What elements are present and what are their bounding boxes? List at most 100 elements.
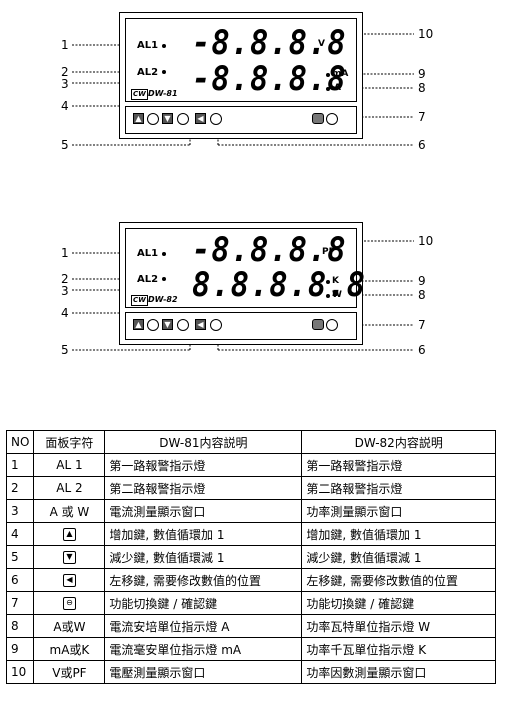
- down-arrow-icon: ▼: [164, 320, 171, 329]
- header-panel-char: 面板字符: [33, 430, 106, 454]
- dw82-al1-label: AL1: [137, 248, 159, 259]
- dw81-unit-v: V: [318, 39, 325, 49]
- dw81-up-button[interactable]: ▲: [133, 113, 144, 124]
- dw81-ma-led: [326, 73, 330, 77]
- table-cell-dw82: 功率千瓦單位指示燈 K: [301, 637, 496, 661]
- dw82-display-bottom: 8.8.8.8.8: [192, 265, 366, 305]
- table-cell-char: AL 2: [33, 476, 106, 500]
- dw81-model-label: DW-81: [148, 89, 178, 98]
- table-cell-no: 1: [5, 453, 35, 477]
- table-cell-dw81: 第一路報警指示燈: [104, 453, 303, 477]
- dw82-callout-2: 2: [61, 272, 69, 286]
- header-dw82: DW-82内容説明: [301, 430, 496, 454]
- dw82-callout-3: 3: [61, 284, 69, 298]
- dw81-button-strip: [125, 106, 357, 134]
- table-cell-dw81: 電流毫安單位指示燈 mA: [104, 637, 303, 661]
- table-cell-dw81: 增加鍵, 數值循環加 1: [104, 522, 303, 546]
- dw81-a-led: [326, 87, 330, 91]
- dw81-down-button[interactable]: ▼: [162, 113, 173, 124]
- dw81-al1-led: [162, 44, 166, 48]
- table-header-row: NO 面板字符 DW-81内容説明 DW-82内容説明: [5, 430, 496, 454]
- dw81-brand-logo: CW: [131, 89, 148, 100]
- dw82-callout-1: 1: [61, 246, 69, 260]
- table-cell-dw81: 功能切換鍵 / 確認鍵: [104, 591, 303, 615]
- dw81-knob-2: [177, 113, 189, 125]
- table-cell-dw81: 電流安培單位指示燈 A: [104, 614, 303, 638]
- dw82-callout-7: 7: [418, 318, 426, 332]
- dw82-left-button[interactable]: ◀: [195, 319, 206, 330]
- table-cell-char: ▲: [33, 522, 106, 546]
- dw82-knob-1: [147, 319, 159, 331]
- dw81-callout-8: 8: [418, 81, 426, 95]
- dw81-callout-10: 10: [418, 27, 434, 41]
- dw81-callout-2: 2: [61, 65, 69, 79]
- table-cell-no: 8: [5, 614, 35, 638]
- panel-key-icon: ▼: [62, 551, 76, 564]
- dw81-function-button[interactable]: [312, 113, 324, 124]
- dw81-al1-label: AL1: [137, 40, 159, 51]
- table-cell-no: 6: [5, 568, 35, 592]
- dw81-unit-ma: mA: [332, 69, 349, 79]
- dw81-knob-3: [210, 113, 222, 125]
- dw81-knob-1: [147, 113, 159, 125]
- dw82-knob-4: [326, 319, 338, 331]
- table-cell-no: 2: [5, 476, 35, 500]
- up-arrow-icon: ▲: [135, 320, 142, 329]
- table-cell-no: 9: [5, 637, 35, 661]
- header-no: NO: [5, 430, 35, 454]
- dw82-k-led: [326, 280, 330, 284]
- dw81-callout-9: 9: [418, 67, 426, 81]
- dw82-al2-led: [162, 277, 166, 281]
- dw81-callout-3: 3: [61, 77, 69, 91]
- dw82-up-button[interactable]: ▲: [133, 319, 144, 330]
- dw82-display-window: [125, 228, 357, 308]
- table-cell-dw82: 減少鍵, 數值循環減 1: [301, 545, 496, 569]
- table-cell-char: ⊖: [33, 591, 106, 615]
- up-arrow-icon: ▲: [135, 114, 142, 123]
- table-cell-dw82: 第一路報警指示燈: [301, 453, 496, 477]
- panel-key-icon: ◀: [62, 574, 76, 587]
- dw81-callout-1: 1: [61, 38, 69, 52]
- left-arrow-icon: ◀: [197, 320, 204, 329]
- header-dw81: DW-81内容説明: [104, 430, 303, 454]
- dw82-unit-w: W: [332, 290, 342, 300]
- dw82-callout-10: 10: [418, 234, 434, 248]
- dw81-al2-label: AL2: [137, 67, 159, 78]
- table-cell-dw82: 功能切換鍵 / 確認鍵: [301, 591, 496, 615]
- dw82-function-button[interactable]: [312, 319, 324, 330]
- table-cell-char: V或PF: [33, 660, 106, 684]
- table-cell-dw81: 第二路報警指示燈: [104, 476, 303, 500]
- panel-key-icon: ▲: [62, 528, 76, 541]
- dw81-knob-4: [326, 113, 338, 125]
- dw82-callout-9: 9: [418, 274, 426, 288]
- table-cell-dw82: 第二路報警指示燈: [301, 476, 496, 500]
- dw82-callout-5: 5: [61, 343, 69, 357]
- dw81-callout-5: 5: [61, 138, 69, 152]
- dw82-unit-pf: PF: [322, 247, 335, 257]
- table-cell-no: 7: [5, 591, 35, 615]
- down-arrow-icon: ▼: [164, 114, 171, 123]
- panel-key-icon: ⊖: [62, 597, 76, 610]
- dw82-model-label: DW-82: [148, 295, 178, 304]
- table-cell-dw82: 功率瓦特單位指示燈 W: [301, 614, 496, 638]
- table-cell-dw82: 左移鍵, 需要修改數值的位置: [301, 568, 496, 592]
- dw82-down-button[interactable]: ▼: [162, 319, 173, 330]
- dw81-display-window: [125, 18, 357, 102]
- table-cell-dw82: 增加鍵, 數值循環加 1: [301, 522, 496, 546]
- dw81-left-button[interactable]: ◀: [195, 113, 206, 124]
- dw81-callout-7: 7: [418, 110, 426, 124]
- dw81-callout-4: 4: [61, 99, 69, 113]
- dw82-w-led: [326, 294, 330, 298]
- table-row: 7 ⊖ 功能切換鍵 / 確認鍵功能切換鍵 / 確認鍵: [5, 591, 496, 615]
- dw82-display-top: -8.8.8.8: [192, 230, 347, 270]
- dw82-knob-3: [210, 319, 222, 331]
- table-cell-no: 3: [5, 499, 35, 523]
- table-cell-char: mA或K: [33, 637, 106, 661]
